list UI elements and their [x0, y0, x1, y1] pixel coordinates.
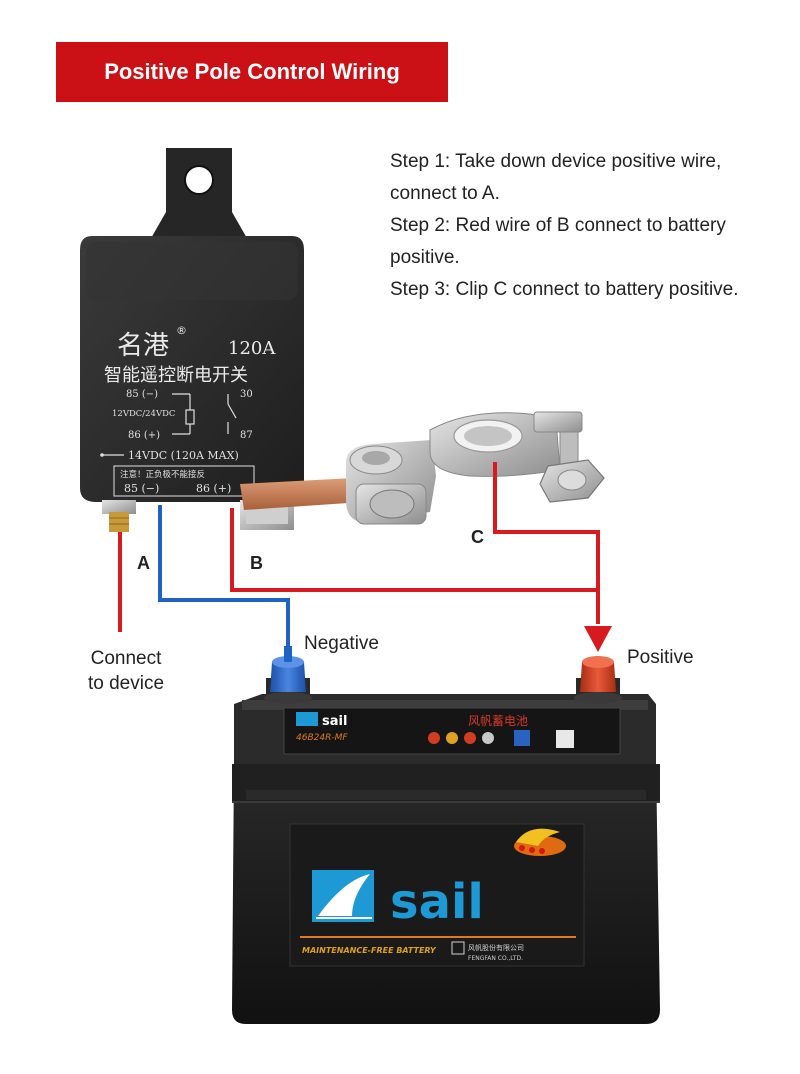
step-3: Step 3: Clip C connect to battery positi…	[390, 279, 739, 300]
label-b: B	[250, 553, 263, 573]
flame-badge-icon	[514, 828, 566, 856]
label-c: C	[471, 527, 484, 547]
sail-logo-icon	[312, 870, 374, 922]
maintenance-label: MAINTENANCE-FREE BATTERY	[302, 946, 437, 955]
relay-spec: 14VDC (120A MAX)	[128, 449, 239, 462]
pin-86-label: 86 (+)	[128, 430, 160, 441]
company-cn: 风帆股份有限公司	[468, 943, 524, 952]
page-title: Positive Pole Control Wiring	[104, 59, 400, 84]
positive-terminal	[574, 656, 622, 704]
pin-30-label: 30	[240, 389, 253, 400]
battery: sail 风帆蓄电池 46B24R-MF sail MAINTENANCE-	[232, 646, 660, 1024]
relay-brand: 名港	[117, 331, 169, 361]
wire-b-red	[230, 508, 600, 624]
registered-mark: ®	[176, 324, 187, 337]
terminal-a-stud	[102, 500, 136, 532]
top-model: 46B24R-MF	[296, 733, 348, 743]
step-2: Step 2: Red wire of B connect to battery…	[390, 215, 726, 268]
title-banner: Positive Pole Control Wiring	[56, 42, 448, 102]
relay-product-name: 智能遥控断电开关	[104, 365, 248, 386]
label-connect-to-device: Connect to device	[78, 646, 174, 696]
top-cn-name: 风帆蓄电池	[468, 713, 528, 728]
top-brand: sail	[322, 714, 347, 729]
relay-mount-tab	[150, 148, 248, 240]
negative-terminal	[264, 646, 312, 704]
relay-body	[80, 236, 304, 502]
company-en: FENGFAN CO.,LTD.	[468, 955, 523, 962]
connect-line-1: Connect	[90, 648, 162, 669]
warning-box	[113, 465, 255, 497]
terminal-85-label: 85 (−)	[124, 482, 159, 495]
battery-clamp	[346, 411, 605, 525]
steps-text: Step 1: Take down device positive wire, …	[390, 146, 750, 306]
relay-schematic	[172, 393, 237, 435]
label-positive: Positive	[627, 647, 694, 668]
wire-negative-blue	[158, 505, 290, 654]
battery-brand: sail	[390, 874, 484, 930]
connect-line-2: to device	[87, 673, 165, 694]
pin-85-label: 85 (−)	[126, 389, 158, 400]
pin-87-label: 87	[240, 430, 253, 441]
positive-arrow	[584, 626, 612, 652]
voltage-label: 12VDC/24VDC	[112, 409, 175, 419]
warning-text: 注意！正负极不能接反	[120, 469, 205, 480]
terminal-86-label: 86 (+)	[196, 482, 231, 495]
wire-c-red	[493, 462, 600, 590]
label-a: A	[137, 553, 150, 573]
relay: 名港 ® 120A 智能遥控断电开关 85 (−) 30 12VDC/24VDC…	[80, 236, 304, 502]
step-1: Step 1: Take down device positive wire, …	[390, 151, 722, 204]
relay-rating: 120A	[228, 338, 276, 359]
label-negative: Negative	[304, 633, 379, 654]
